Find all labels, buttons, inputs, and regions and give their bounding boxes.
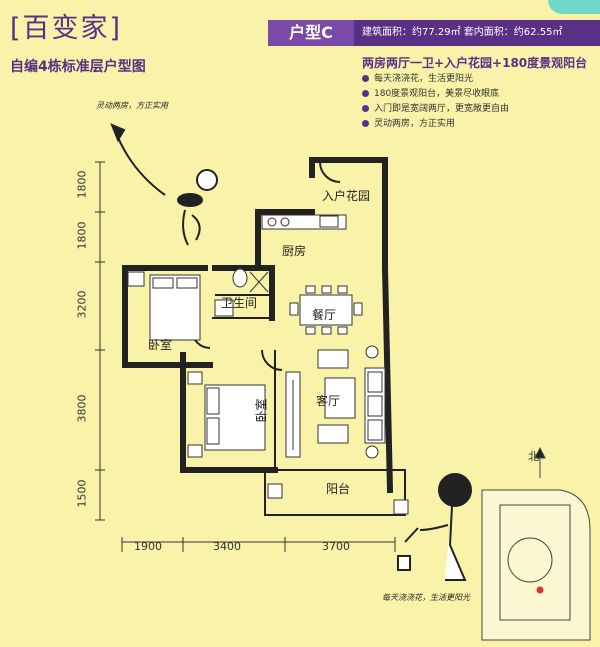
room-label-bathroom: 卫生间 <box>221 296 258 310</box>
feature-list: 每天浇浇花，生活更阳光 180度景观阳台，美景尽收眼底 入门即是宽阔两厅，更宽敞… <box>362 72 509 132</box>
dining-table <box>289 285 363 335</box>
dimension-left-3: 3200 <box>75 290 89 319</box>
girl-illustration <box>397 473 472 581</box>
feature-item: 灵动两房，方正实用 <box>362 117 509 132</box>
room-label-bedroom-small: 卧室 <box>148 338 173 352</box>
figure-illustration <box>110 123 218 246</box>
feature-item: 入门即是宽阔两厅，更宽敞更自由 <box>362 102 509 117</box>
layout-headline: 两房两厅一卫+入户花园+180度景观阳台 <box>362 56 588 70</box>
feature-item: 180度景观阳台，美景尽收眼底 <box>362 87 509 102</box>
bed-master <box>187 371 266 458</box>
room-label-balcony: 阳台 <box>326 482 351 496</box>
unit-type-label: 户型C <box>268 20 354 46</box>
dimension-bottom-1: 1900 <box>134 540 162 553</box>
bullet-icon <box>362 75 369 82</box>
annotation-top-left: 灵动两房，方正实用 <box>96 101 168 110</box>
north-label: 北 <box>528 450 539 463</box>
balcony-plants <box>267 483 409 515</box>
dimension-line-left <box>95 161 105 521</box>
bullet-icon <box>362 90 369 97</box>
bed-small <box>127 271 201 341</box>
tv-cabinet <box>285 371 301 458</box>
dimension-left-1: 1800 <box>75 170 89 199</box>
room-label-bedroom-master: 卧室 <box>254 398 269 423</box>
annotation-bottom-right: 每天浇浇花，生活更阳光 <box>382 593 470 602</box>
kitchen-counter <box>261 214 347 230</box>
room-label-living: 客厅 <box>316 394 341 408</box>
room-label-entry-garden: 入户花园 <box>322 189 371 203</box>
bullet-icon <box>362 105 369 112</box>
room-label-dining: 餐厅 <box>312 308 337 322</box>
dimension-line-bottom <box>121 537 396 552</box>
room-label-kitchen: 厨房 <box>282 244 307 258</box>
brand-logo-text: [百变家] <box>10 13 123 44</box>
dimension-bottom-2: 3400 <box>213 540 241 553</box>
dimension-left-4: 3800 <box>75 394 89 423</box>
walls <box>122 157 394 494</box>
dimension-bottom-3: 3700 <box>322 540 350 553</box>
dimension-left-5: 1500 <box>75 479 89 508</box>
bathroom-fixtures <box>214 268 269 317</box>
sofa <box>317 345 386 459</box>
site-plan <box>481 446 591 641</box>
feature-item: 每天浇浇花，生活更阳光 <box>362 72 509 87</box>
bullet-icon <box>362 120 369 127</box>
page-subtitle: 自编4栋标准层户型图 <box>10 59 146 75</box>
dimension-left-2: 1800 <box>75 221 89 250</box>
area-info: 建筑面积：约77.29㎡ 套内面积：约62.55㎡ <box>362 27 563 38</box>
corner-decoration <box>548 0 600 14</box>
